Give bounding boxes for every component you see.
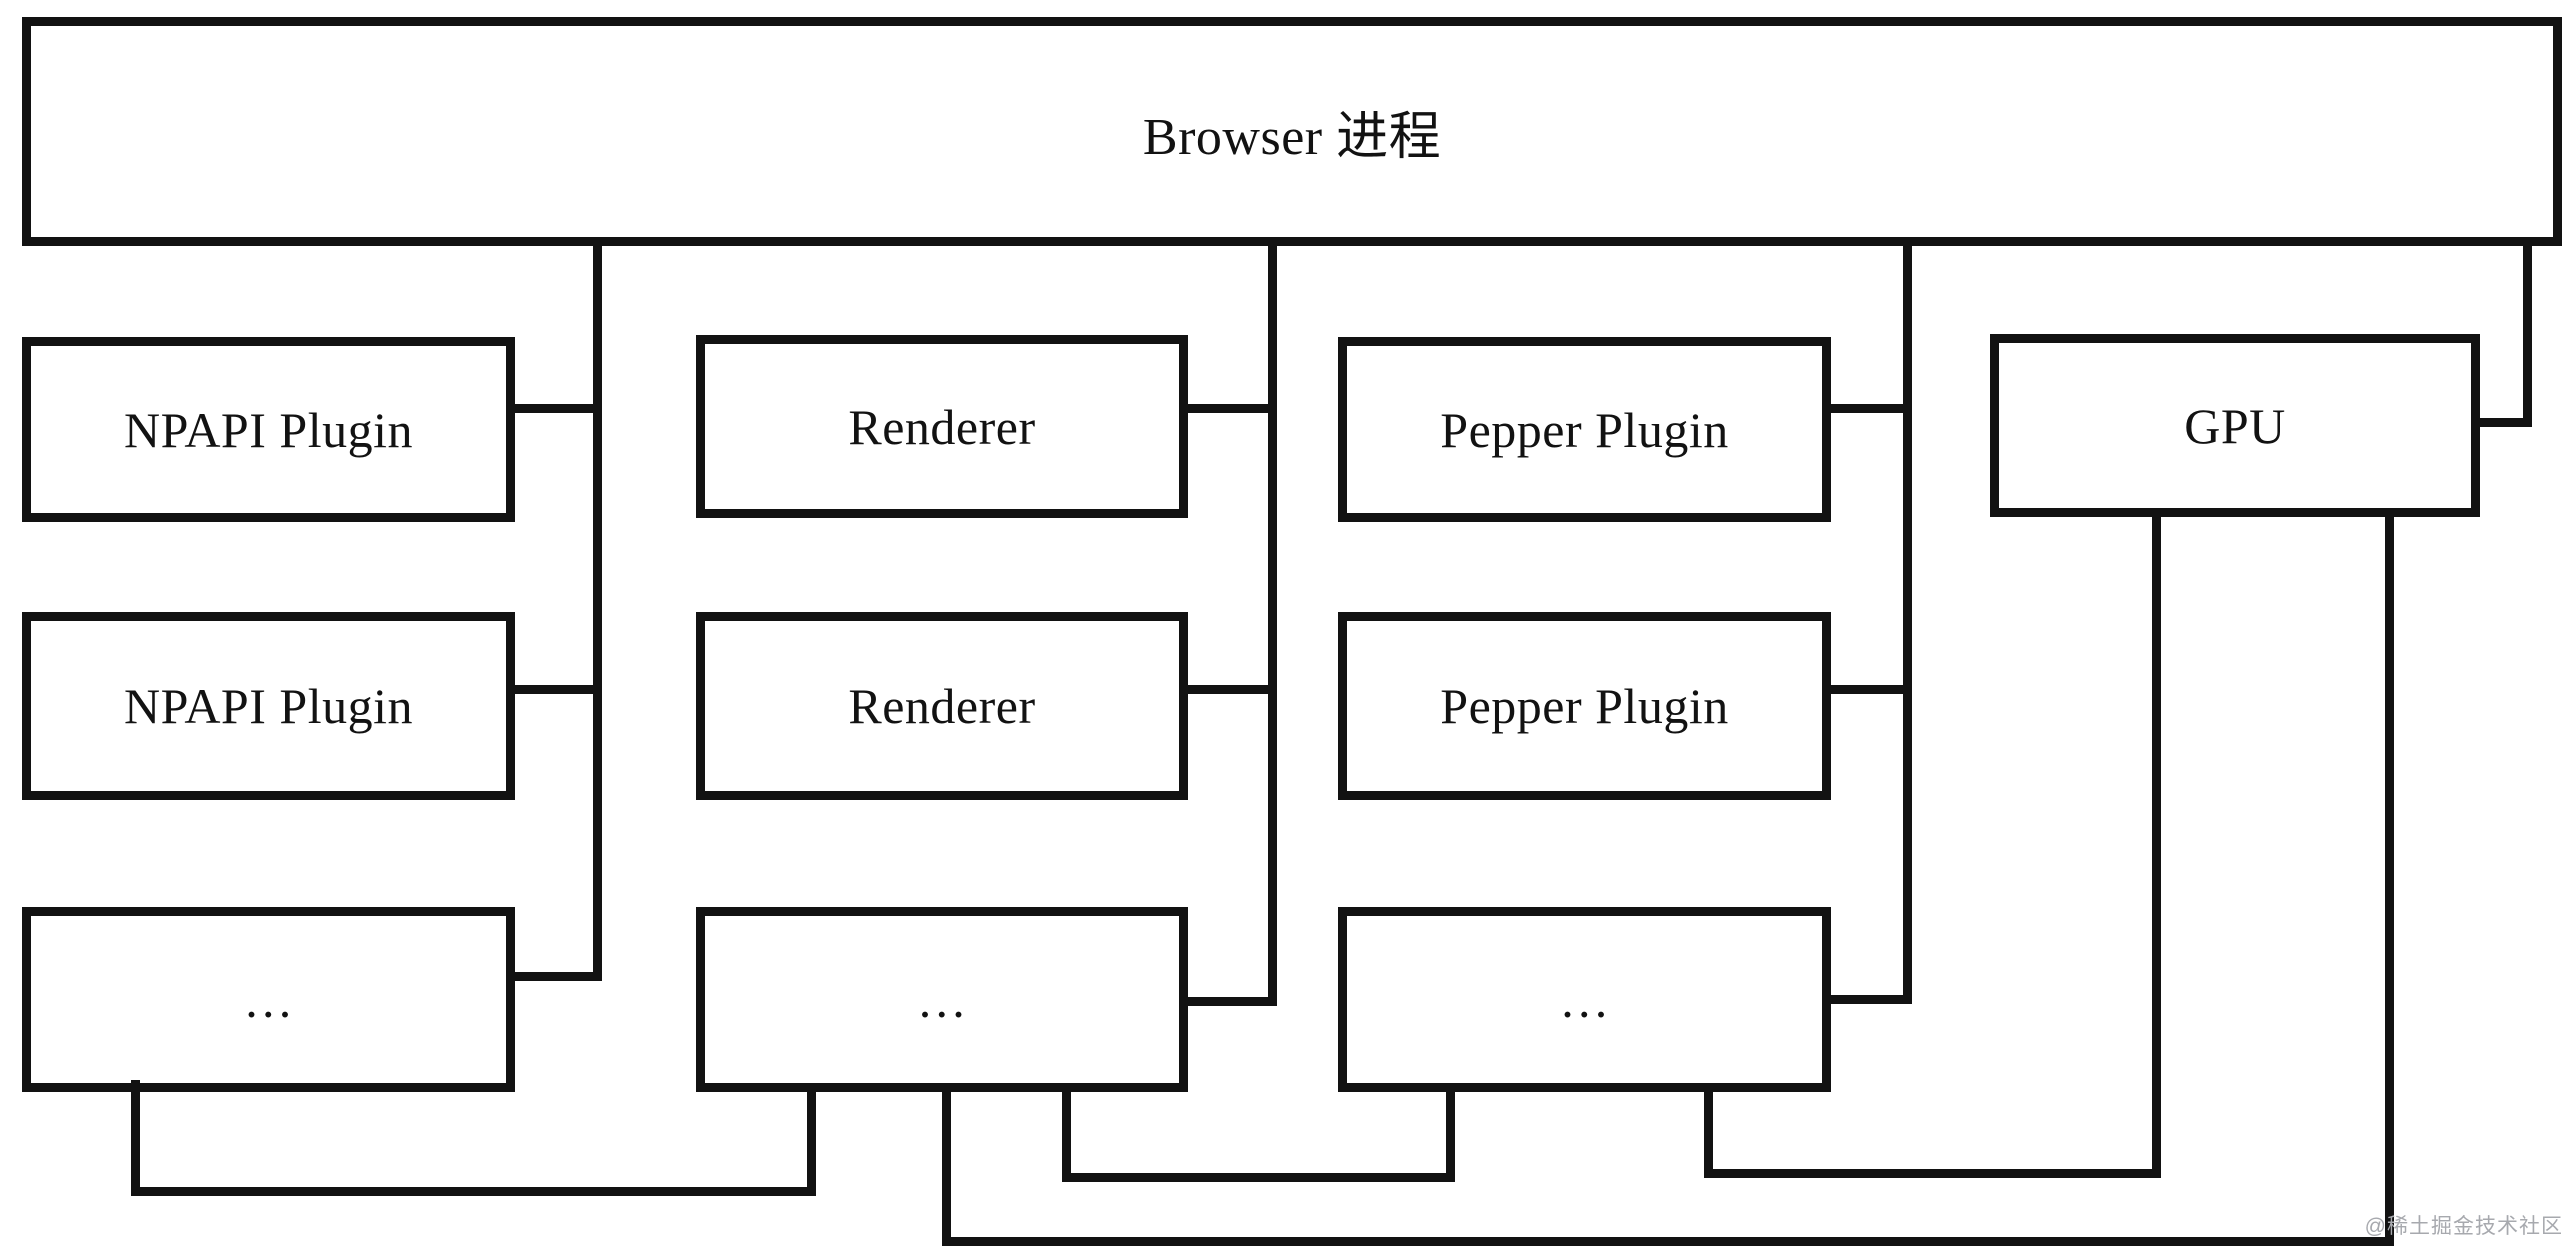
watermark-text: @稀土掘金技术社区 xyxy=(2364,1215,2563,1238)
pepper-plugin-ellipsis-box: … xyxy=(1338,907,1831,1092)
stub-npapi-2 xyxy=(510,685,602,694)
connector-gpu-right-down xyxy=(2385,512,2394,1246)
connector-npapi-renderer xyxy=(131,1187,816,1196)
connector-renderer-up xyxy=(807,1088,816,1196)
stub-pepper-1 xyxy=(1826,404,1912,413)
stub-pepper-2 xyxy=(1826,685,1912,694)
trunk-line-gpu xyxy=(2523,242,2532,427)
connector-renderer-down xyxy=(1062,1088,1071,1182)
browser-process-box: Browser 进程 xyxy=(22,17,2562,246)
connector-gpu-left-down xyxy=(2152,512,2161,1178)
stub-npapi-1 xyxy=(510,404,602,413)
gpu-box: GPU xyxy=(1990,334,2480,517)
stub-npapi-3 xyxy=(510,972,602,981)
connector-renderer-bottom-down xyxy=(942,1088,951,1246)
connector-renderer-pepper xyxy=(1062,1173,1455,1182)
renderer-ellipsis-label: … xyxy=(916,971,968,1028)
stub-renderer-1 xyxy=(1183,404,1277,413)
stub-renderer-3 xyxy=(1183,997,1277,1006)
npapi-plugin-box-1: NPAPI Plugin xyxy=(22,337,515,522)
renderer-box-1: Renderer xyxy=(696,335,1188,518)
pepper-plugin-ellipsis-label: … xyxy=(1559,971,1610,1028)
npapi-plugin-label-1: NPAPI Plugin xyxy=(124,401,413,458)
pepper-plugin-label-2: Pepper Plugin xyxy=(1440,678,1729,734)
trunk-line-npapi xyxy=(593,242,602,981)
trunk-line-pepper xyxy=(1903,242,1912,1004)
stub-pepper-3 xyxy=(1826,995,1912,1004)
pepper-plugin-label-1: Pepper Plugin xyxy=(1440,401,1729,458)
npapi-plugin-ellipsis-box: … xyxy=(22,907,515,1092)
connector-pepper-gpu xyxy=(1704,1169,2161,1178)
renderer-box-2: Renderer xyxy=(696,612,1188,800)
renderer-label-1: Renderer xyxy=(848,398,1036,455)
connector-npapi-down xyxy=(131,1080,140,1196)
npapi-plugin-box-2: NPAPI Plugin xyxy=(22,612,515,800)
connector-pepper-down xyxy=(1704,1088,1713,1178)
stub-renderer-2 xyxy=(1183,685,1277,694)
browser-process-label: Browser 进程 xyxy=(1142,109,1442,166)
connector-pepper-up xyxy=(1446,1088,1455,1182)
pepper-plugin-box-1: Pepper Plugin xyxy=(1338,337,1831,522)
connector-bottom-horizontal xyxy=(942,1237,2394,1246)
pepper-plugin-box-2: Pepper Plugin xyxy=(1338,612,1831,800)
renderer-label-2: Renderer xyxy=(848,678,1036,734)
npapi-plugin-ellipsis-label: … xyxy=(243,971,294,1028)
stub-gpu xyxy=(2475,418,2532,427)
gpu-label: GPU xyxy=(2184,397,2286,454)
renderer-ellipsis-box: … xyxy=(696,907,1188,1092)
npapi-plugin-label-2: NPAPI Plugin xyxy=(124,678,413,734)
trunk-line-renderer xyxy=(1268,242,1277,1006)
